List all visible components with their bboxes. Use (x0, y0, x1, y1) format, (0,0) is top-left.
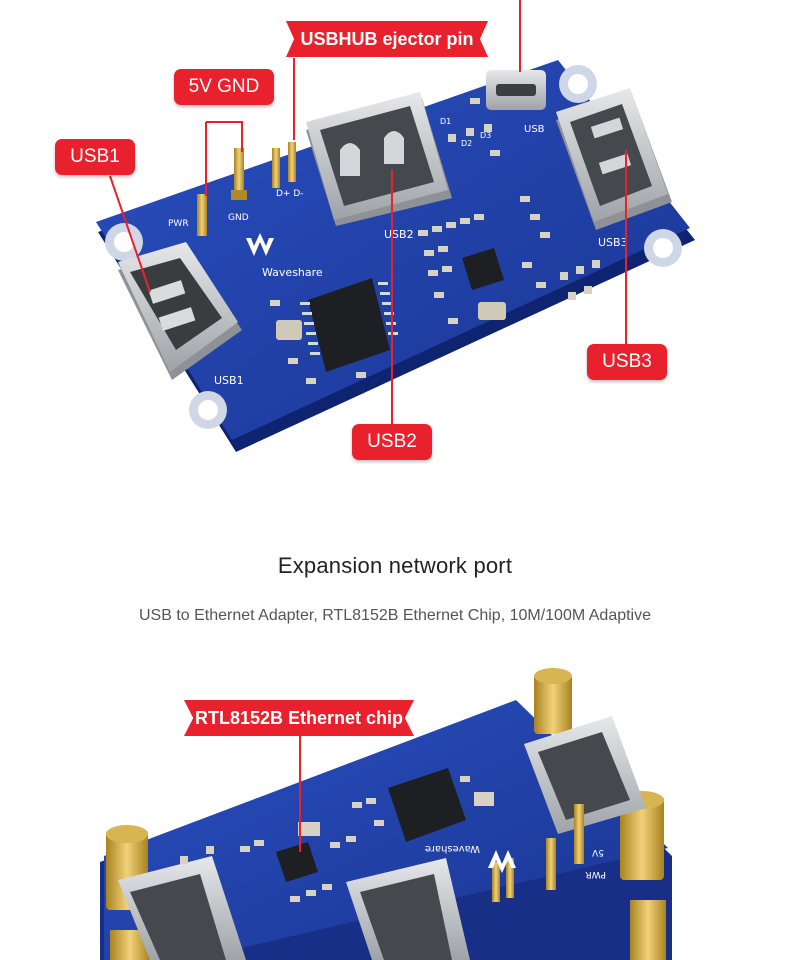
mounting-hole (105, 223, 143, 261)
dpdm-silkscreen: D+ D- (276, 189, 304, 199)
fivev-silkscreen-bottom: 5V (591, 847, 604, 857)
smd-components-bottom (180, 776, 494, 902)
usb-silkscreen: USB (524, 124, 545, 135)
smd-components (270, 98, 600, 384)
waveshare-logo-bottom: Waveshare (425, 843, 516, 873)
pwr-silkscreen-bottom: PWR (585, 869, 606, 879)
pwr-silkscreen: PWR (168, 219, 189, 229)
qfn-chip (462, 248, 504, 290)
callout-usbhub-ejector-pin: USBHUB ejector pin (286, 21, 488, 57)
usb-port-right (524, 716, 646, 834)
brass-standoff (534, 668, 572, 734)
usb3-silkscreen: USB3 (598, 236, 628, 249)
section-title: Expansion network port (277, 553, 513, 578)
callout-usb2: USB2 (352, 424, 432, 460)
usb1-port (118, 242, 242, 380)
mounting-hole (189, 391, 227, 429)
waveshare-logo: Waveshare (246, 233, 323, 279)
callout-usb1: USB1 (55, 139, 135, 175)
crystal (276, 302, 506, 340)
usb2-port (306, 92, 452, 226)
usb1-silkscreen: USB1 (214, 374, 244, 387)
micro-usb-port (486, 70, 546, 110)
gnd-silkscreen: GND (228, 213, 249, 223)
pogo-pins-bottom (492, 804, 584, 902)
usb-port-left (118, 856, 246, 960)
callout-leader-lines (109, 0, 627, 424)
usb-hub-chip-bottom (388, 768, 466, 842)
usb-port-center (346, 858, 470, 960)
top-pcb-board: Waveshare (96, 60, 695, 452)
pogo-pins-5v-gnd (197, 148, 247, 236)
usb2-silkscreen: USB2 (384, 228, 414, 241)
mounting-hole (559, 65, 597, 103)
callout-usb3: USB3 (587, 344, 667, 380)
section-subtitle: USB to Ethernet Adapter, RTL8152B Ethern… (138, 607, 652, 624)
callout-5v-gnd: 5V GND (174, 69, 274, 105)
rtl8152b-chip (276, 842, 318, 882)
usb3-port (556, 88, 672, 230)
d1-silkscreen: D1 (440, 117, 451, 126)
mounting-hole (644, 229, 682, 267)
brand-silkscreen: Waveshare (262, 266, 323, 279)
brand-silkscreen-bottom: Waveshare (425, 843, 480, 854)
callout-rtl8152b-chip: RTL8152B Ethernet chip (184, 700, 414, 736)
pogo-pins-data (272, 142, 296, 188)
d2-silkscreen: D2 (461, 139, 472, 148)
bottom-pcb-stack: Waveshare PWR 5V (100, 668, 672, 960)
d3-silkscreen: D3 (480, 131, 491, 140)
